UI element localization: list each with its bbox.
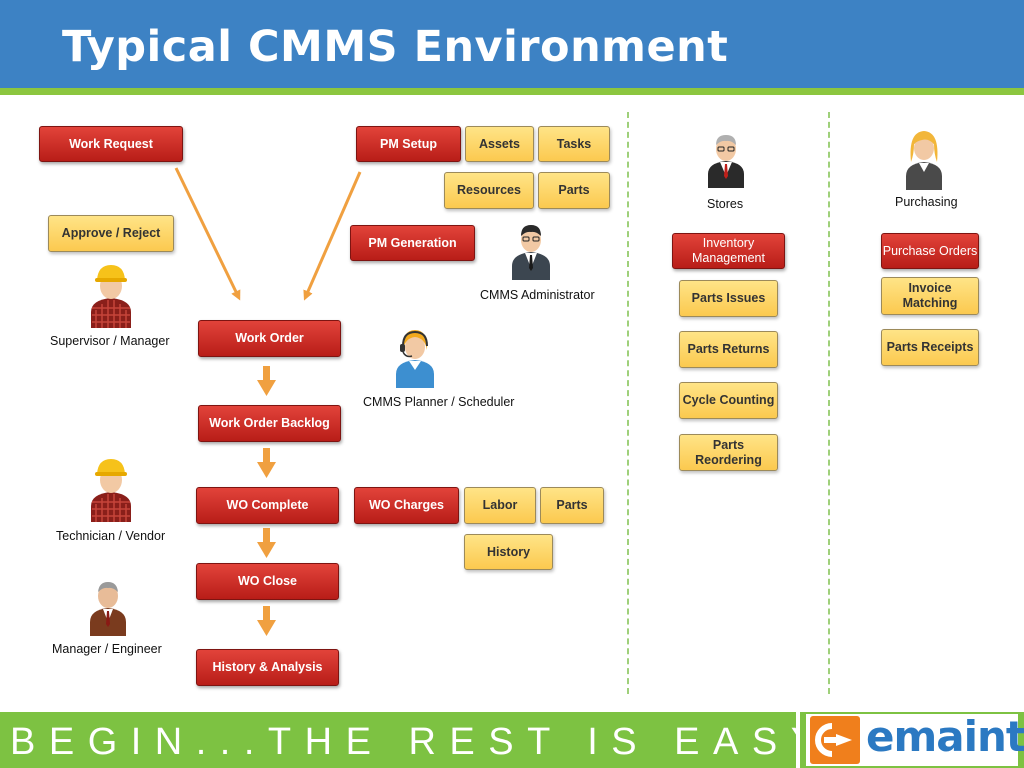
inventory-management-box[interactable]: Inventory Management xyxy=(672,233,785,269)
wo-charges-box[interactable]: WO Charges xyxy=(354,487,459,524)
businessman-icon xyxy=(90,582,126,636)
divider-purchasing xyxy=(828,112,830,694)
history-analysis-box[interactable]: History & Analysis xyxy=(196,649,339,686)
emaint-logo-icon xyxy=(810,716,860,764)
invoice-matching-box[interactable]: Invoice Matching xyxy=(881,277,979,315)
pm-parts-box[interactable]: Parts xyxy=(538,172,610,209)
stores-label: Stores xyxy=(707,197,744,211)
planner-label: CMMS Planner / Scheduler xyxy=(363,395,515,409)
charge-parts-box[interactable]: Parts xyxy=(540,487,604,524)
pm-generation-box[interactable]: PM Generation xyxy=(350,225,475,261)
approve-reject-box[interactable]: Approve / Reject xyxy=(48,215,174,252)
businessman-icon xyxy=(708,135,744,188)
footer-tagline: BEGIN...THE REST IS EASY xyxy=(10,721,830,763)
arrow-down-1 xyxy=(257,366,276,396)
supervisor-label: Supervisor / Manager xyxy=(50,334,170,348)
work-order-backlog-box[interactable]: Work Order Backlog xyxy=(198,405,341,442)
resources-box[interactable]: Resources xyxy=(444,172,534,209)
parts-receipts-box[interactable]: Parts Receipts xyxy=(881,329,979,366)
divider-stores xyxy=(627,112,629,694)
wo-complete-box[interactable]: WO Complete xyxy=(196,487,339,524)
parts-returns-box[interactable]: Parts Returns xyxy=(679,331,778,368)
page-title: Typical CMMS Environment xyxy=(62,22,729,72)
businesswoman-icon xyxy=(906,131,942,190)
businessman-icon xyxy=(512,225,550,280)
purchasing-label: Purchasing xyxy=(895,195,958,209)
cycle-counting-box[interactable]: Cycle Counting xyxy=(679,382,778,419)
manager-engineer-label: Manager / Engineer xyxy=(52,642,162,656)
purchase-orders-box[interactable]: Purchase Orders xyxy=(881,233,979,269)
labor-box[interactable]: Labor xyxy=(464,487,536,524)
hardhat-worker-icon xyxy=(91,265,131,328)
hardhat-worker-icon xyxy=(91,459,131,522)
emaint-logo-text: emaint xyxy=(866,712,1024,761)
work-request-box[interactable]: Work Request xyxy=(39,126,183,162)
header-bar xyxy=(0,0,1024,88)
pm-setup-box[interactable]: PM Setup xyxy=(356,126,461,162)
technician-label: Technician / Vendor xyxy=(56,529,166,543)
parts-issues-box[interactable]: Parts Issues xyxy=(679,280,778,317)
footer-banner xyxy=(0,712,796,768)
work-order-box[interactable]: Work Order xyxy=(198,320,341,357)
arrow-request-to-workorder xyxy=(174,167,241,301)
headset-planner-icon xyxy=(396,330,434,388)
assets-box[interactable]: Assets xyxy=(465,126,534,162)
parts-reordering-box[interactable]: Parts Reordering xyxy=(679,434,778,471)
tasks-box[interactable]: Tasks xyxy=(538,126,610,162)
arrow-pm-to-workorder xyxy=(303,171,362,301)
arrow-down-3 xyxy=(257,528,276,558)
header-accent-line xyxy=(0,88,1024,95)
arrow-down-4 xyxy=(257,606,276,636)
wo-close-box[interactable]: WO Close xyxy=(196,563,339,600)
administrator-label: CMMS Administrator xyxy=(480,288,595,302)
arrow-down-2 xyxy=(257,448,276,478)
history-box[interactable]: History xyxy=(464,534,553,570)
